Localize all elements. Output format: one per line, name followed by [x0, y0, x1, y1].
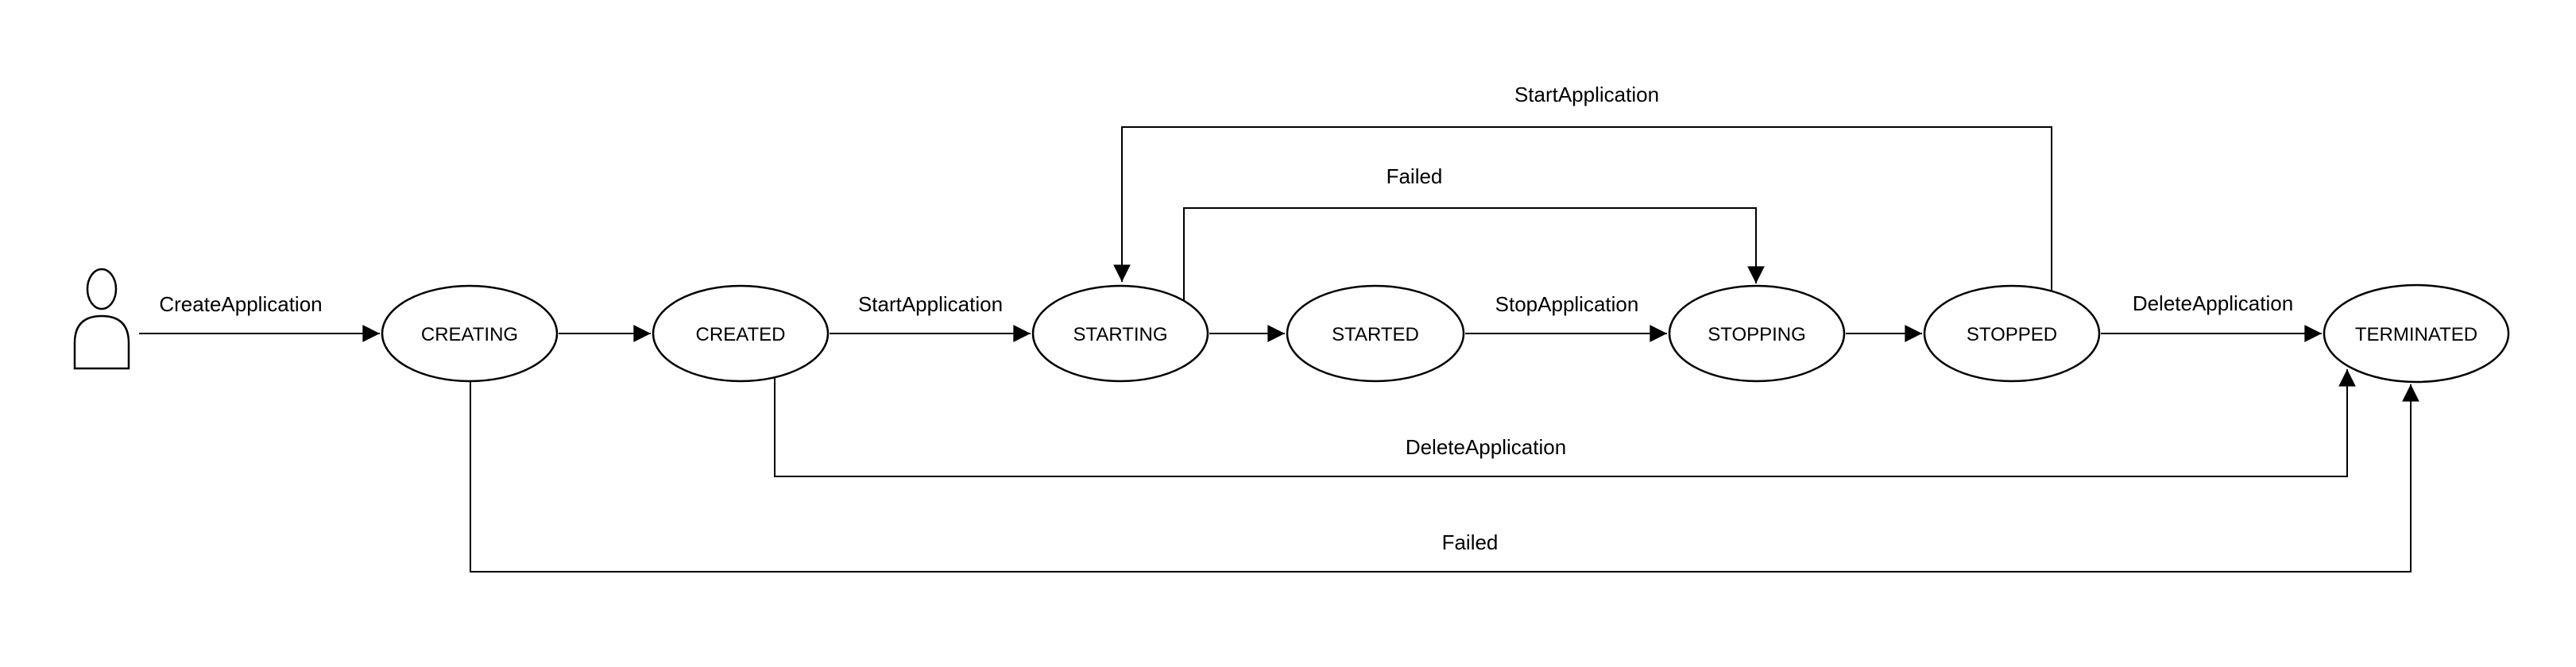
state-shape [381, 284, 559, 383]
state-shape [1031, 284, 1209, 383]
transition-label: StartApplication [858, 292, 1003, 316]
transition-arrow [774, 369, 2356, 477]
transition-created-terminated-deleteapplication: DeleteApplication [774, 369, 2356, 477]
transition-creating-terminated-failed: Failed [470, 380, 2419, 573]
transition-arrow [470, 380, 2419, 573]
state-label: STARTING [1073, 324, 1167, 345]
person-icon [73, 314, 130, 370]
state-shape [1286, 284, 1465, 383]
transition-arrow [1113, 126, 2052, 292]
user-actor [73, 268, 130, 370]
state-shape [1668, 284, 1846, 383]
person-icon [86, 268, 118, 310]
transition-starting-stopping-failed: Failed [1183, 164, 1765, 301]
state-starting: STARTING [1031, 284, 1209, 383]
transition-startapplication: StartApplication [830, 292, 1031, 342]
state-label: STARTED [1332, 324, 1419, 345]
state-shape [652, 284, 830, 383]
transition-label: StartApplication [1514, 83, 1659, 106]
transition-stopped-starting-startapplication: StartApplication [1113, 83, 2052, 292]
state-shape [2323, 283, 2510, 384]
state-label: CREATED [696, 324, 786, 345]
state-label: STOPPED [1967, 324, 2057, 345]
state-started: STARTED [1286, 284, 1465, 383]
state-created: CREATED [652, 284, 830, 383]
state-label: STOPPING [1708, 324, 1806, 345]
state-label: TERMINATED [2355, 324, 2477, 345]
transition-label: StopApplication [1495, 292, 1639, 316]
transition-createapplication: CreateApplication [139, 292, 380, 342]
transition-stopapplication: StopApplication [1465, 292, 1667, 342]
transition-label: Failed [1442, 530, 1499, 554]
transition-deleteapplication: DeleteApplication [2101, 291, 2322, 342]
transition-label: Failed [1387, 164, 1443, 188]
state-terminated: TERMINATED [2323, 283, 2510, 384]
state-stopped: STOPPED [1923, 284, 2101, 383]
state-stopping: STOPPING [1668, 284, 1846, 383]
state-creating: CREATING [381, 284, 559, 383]
state-label: CREATING [421, 324, 518, 345]
transition-arrow [1183, 207, 1765, 301]
transition-label: DeleteApplication [2133, 291, 2293, 315]
state-shape [1923, 284, 2101, 383]
transition-label: CreateApplication [159, 292, 322, 316]
transition-label: DeleteApplication [1406, 435, 1566, 459]
